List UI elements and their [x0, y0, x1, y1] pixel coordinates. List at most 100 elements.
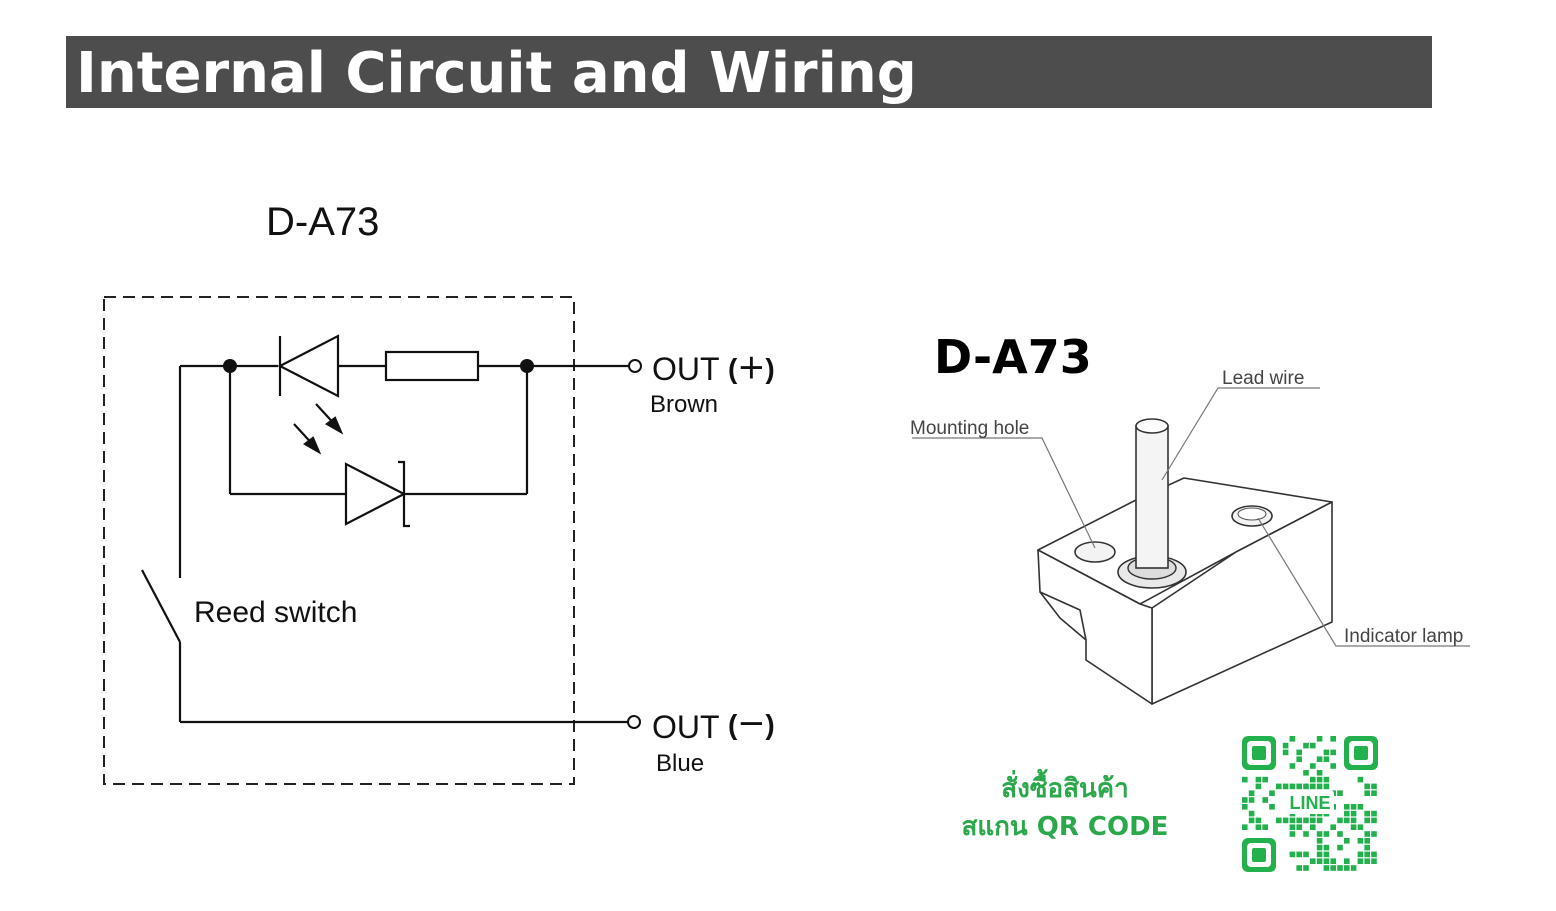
terminal-plus: [628, 359, 642, 373]
qr-module: [1262, 824, 1268, 830]
qr-module: [1323, 844, 1330, 851]
indicator-lamp-inner: [1237, 507, 1267, 521]
indicator-lamp-label: Indicator lamp: [1344, 626, 1463, 647]
qr-module: [1296, 783, 1302, 790]
qr-module: [1310, 824, 1316, 830]
qr-module: [1255, 776, 1262, 783]
qr-module: [1316, 844, 1323, 851]
order-text: สั่งซื้อสินค้า สแกน QR CODE: [930, 770, 1200, 846]
qr-module: [1364, 790, 1370, 796]
zener-diode-symbol: [344, 460, 410, 528]
qr-module: [1330, 749, 1336, 756]
qr-module: [1344, 865, 1350, 871]
qr-module: [1344, 838, 1350, 844]
qr-module: [1344, 858, 1350, 864]
header-bar: Internal Circuit and Wiring: [66, 36, 1432, 108]
out-minus-label: OUT: [652, 709, 720, 745]
qr-module: [1248, 797, 1255, 803]
qr-module: [1371, 851, 1377, 858]
qr-module: [1242, 824, 1248, 830]
qr-module: [1289, 783, 1296, 790]
qr-module: [1310, 858, 1316, 864]
qr-module: [1371, 817, 1377, 824]
indicator-lamp-leader: [1257, 517, 1470, 647]
qr-module: [1337, 865, 1343, 871]
qr-module: [1316, 776, 1323, 783]
led-symbol: [277, 334, 340, 398]
qr-module: [1330, 865, 1336, 871]
qr-module: [1350, 817, 1357, 824]
mounting-hole-leader: [912, 437, 1096, 549]
qr-module: [1357, 776, 1364, 783]
qr-module: [1323, 776, 1330, 783]
qr-module: [1255, 817, 1262, 824]
qr-module: [1269, 790, 1275, 796]
qr-module: [1344, 804, 1350, 810]
out-minus-sign: (－): [728, 709, 775, 740]
out-plus-wire-color: Brown: [650, 391, 718, 418]
qr-module: [1344, 810, 1350, 817]
reed-switch-label: Reed switch: [194, 596, 357, 629]
mounting-hole: [1074, 541, 1116, 563]
qr-module: [1303, 817, 1309, 824]
qr-module: [1350, 804, 1357, 810]
qr-module: [1323, 783, 1330, 790]
qr-module: [1276, 817, 1282, 824]
out-plus-label: OUT: [652, 351, 720, 387]
qr-module: [1296, 817, 1302, 824]
qr-module: [1364, 844, 1370, 851]
qr-module: [1296, 824, 1302, 830]
qr-module: [1296, 865, 1302, 871]
qr-module: [1296, 851, 1302, 858]
qr-module: [1316, 736, 1323, 742]
qr-module: [1242, 797, 1248, 803]
qr-module: [1337, 817, 1343, 824]
product-illustration: Lead wire Mounting hole Indicator lamp: [910, 368, 1470, 705]
qr-module: [1371, 790, 1377, 796]
qr-module: [1296, 756, 1302, 762]
qr-module: [1289, 824, 1296, 830]
body-front-face: [1037, 549, 1153, 705]
qr-module: [1364, 831, 1370, 837]
qr-module: [1316, 783, 1323, 790]
qr-module: [1323, 851, 1330, 858]
illustration-title: D-A73: [934, 330, 1092, 384]
qr-module: [1371, 810, 1377, 817]
qr-module: [1371, 858, 1377, 864]
lead-wire-end: [1135, 418, 1169, 434]
lead-wire-leader: [1161, 387, 1320, 481]
qr-module: [1296, 749, 1302, 756]
qr-module: [1337, 844, 1343, 851]
out-plus-sign: (＋): [728, 353, 775, 384]
qr-module: [1289, 831, 1296, 837]
circuit-title: D-A73: [266, 200, 380, 244]
qr-module: [1330, 858, 1336, 864]
qr-module: [1316, 831, 1323, 837]
order-line-1: สั่งซื้อสินค้า: [1001, 774, 1129, 804]
lead-wire-label: Lead wire: [1222, 368, 1304, 389]
qr-module: [1269, 804, 1275, 810]
line-qr-code[interactable]: LINE: [1240, 734, 1380, 874]
qr-module: [1350, 865, 1357, 871]
qr-module: [1316, 756, 1323, 762]
qr-module: [1303, 783, 1309, 790]
qr-module: [1248, 810, 1255, 817]
qr-module: [1330, 824, 1336, 830]
resistor-symbol: [384, 350, 480, 382]
qr-module: [1357, 838, 1364, 844]
qr-module: [1242, 776, 1248, 783]
body-slot: [1039, 591, 1087, 641]
qr-module: [1282, 749, 1289, 756]
qr-module: [1310, 776, 1316, 783]
qr-module: [1289, 736, 1296, 742]
circuit-diagram: OUT (＋) Brown OUT (－) Blue Reed switch: [103, 296, 775, 785]
qr-module: [1255, 783, 1262, 790]
qr-module: [1255, 824, 1262, 830]
qr-module: [1310, 783, 1316, 790]
page-title: Internal Circuit and Wiring: [76, 41, 917, 106]
qr-module: [1289, 763, 1296, 769]
qr-module: [1282, 783, 1289, 790]
qr-module: [1364, 858, 1370, 864]
qr-module: [1357, 858, 1364, 864]
qr-module: [1242, 804, 1248, 810]
